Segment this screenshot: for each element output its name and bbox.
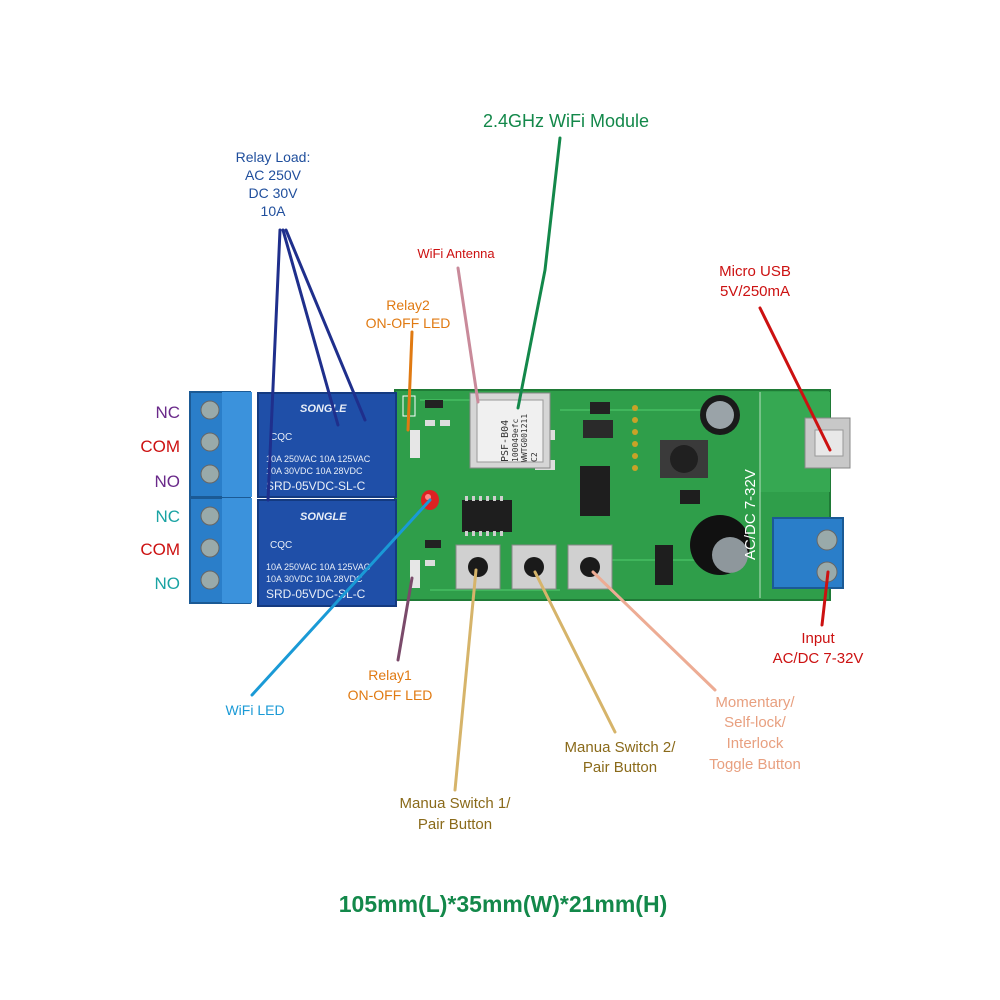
wifi-module-label: 2.4GHz WiFi Module [483, 111, 649, 131]
terminal-upper-no: NO [155, 472, 181, 491]
module-text-3: WWTG001211 [520, 414, 529, 462]
wifi-module: PSF-B04 100049efc WWTG001211 C2 [469, 392, 551, 469]
terminal-upper-nc: NC [155, 403, 180, 422]
silk-voltage-text: AC/DC 7-32V [742, 469, 759, 560]
dimensions-label: 105mm(L)*35mm(W)*21mm(H) [339, 891, 667, 917]
relay2-model: SRD-05VDC-SL-C [266, 479, 366, 493]
module-text-2: 100049efc [511, 418, 520, 462]
leader-wifi-led [250, 498, 432, 697]
terminal-lower-nc: NC [155, 507, 180, 526]
relay2-led [410, 430, 420, 458]
leader-micro-usb [758, 306, 832, 452]
toggle-label-4: Toggle Button [709, 756, 801, 773]
relay1-model: SRD-05VDC-SL-C [266, 587, 366, 601]
relay2-cert: CQC [270, 432, 292, 443]
relay1-rating-2: 10A 30VDC 10A 28VDC [266, 574, 363, 584]
terminal-block-input [772, 517, 844, 589]
micro-usb-label-2: 5V/250mA [720, 283, 790, 300]
leader-switch-2 [533, 570, 617, 734]
relay-2: SONGLE CQC 10A 250VAC 10A 125VAC 10A 30V… [257, 392, 397, 498]
terminal-upper-com: COM [140, 437, 180, 456]
relay-1: SONGLE CQC 10A 250VAC 10A 125VAC 10A 30V… [257, 499, 397, 607]
relay2-brand: SONGLE [300, 403, 347, 415]
relay1-led-label-1: Relay1 [368, 667, 412, 683]
terminal-lower-no: NO [155, 574, 181, 593]
leader-relay-load-a [266, 228, 282, 502]
leader-switch-1 [453, 568, 478, 792]
relay2-led-label-2: ON-OFF LED [366, 315, 451, 331]
switch2-label-2: Pair Button [583, 759, 657, 776]
switch1-label-1: Manua Switch 1/ [400, 795, 512, 812]
leader-relay-load-b [281, 228, 340, 427]
leader-wifi-antenna [456, 266, 480, 404]
button-switch-2 [511, 544, 557, 590]
relay-load-title: Relay Load: [236, 149, 311, 165]
toggle-label-3: Interlock [727, 735, 784, 752]
switch1-label-2: Pair Button [418, 816, 492, 833]
micro-usb-label-1: Micro USB [719, 263, 791, 280]
relay2-led-label-1: Relay2 [386, 297, 430, 313]
switch2-label-1: Manua Switch 2/ [565, 739, 677, 756]
terminal-lower-com: COM [140, 540, 180, 559]
leader-relay1-led [396, 576, 414, 662]
wifi-antenna-label: WiFi Antenna [417, 246, 495, 261]
leader-toggle [591, 570, 717, 692]
leader-input [820, 570, 830, 627]
relay1-cert: CQC [270, 540, 292, 551]
terminal-block-upper [189, 391, 252, 498]
leader-relay-load-c [284, 228, 367, 422]
module-text-1: PSF-B04 [500, 420, 511, 462]
button-switch-1 [455, 544, 501, 590]
relay2-rating-2: 10A 30VDC 10A 28VDC [266, 466, 363, 476]
relay-load-dc: DC 30V [248, 185, 298, 201]
input-label-2: AC/DC 7-32V [773, 650, 864, 667]
relay-load-amp: 10A [261, 203, 287, 219]
relay1-led-label-2: ON-OFF LED [348, 687, 433, 703]
toggle-label-2: Self-lock/ [724, 714, 787, 731]
toggle-label-1: Momentary/ [715, 694, 795, 711]
leader-wifi-module [516, 136, 562, 410]
module-text-4: C2 [530, 452, 539, 462]
input-label-1: Input [801, 630, 835, 647]
relay1-led [410, 560, 420, 588]
relay1-rating-1: 10A 250VAC 10A 125VAC [266, 562, 371, 572]
leader-relay2-led [406, 330, 414, 432]
relay-load-ac: AC 250V [245, 167, 302, 183]
wifi-led-label: WiFi LED [225, 702, 284, 718]
relay2-rating-1: 10A 250VAC 10A 125VAC [266, 454, 371, 464]
terminal-block-lower [189, 497, 252, 604]
relay1-brand: SONGLE [300, 511, 347, 523]
